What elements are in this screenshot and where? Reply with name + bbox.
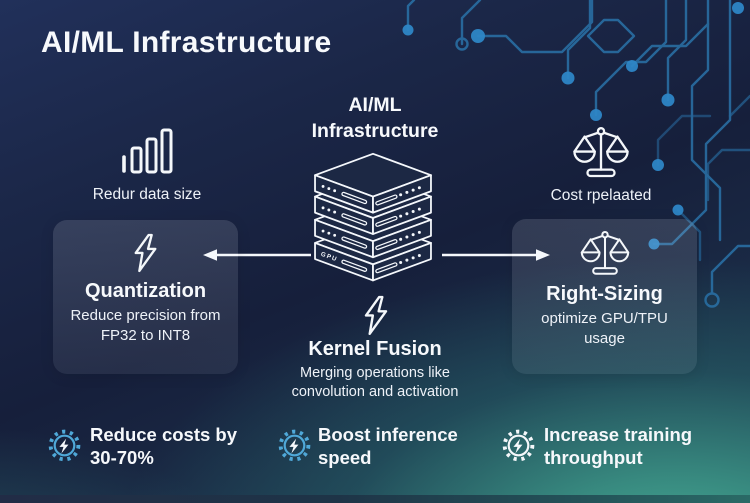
right-sizing-card-description: optimize GPU/TPU usage — [541, 310, 668, 347]
gear-bolt-icon — [46, 427, 83, 464]
arrow-right-icon — [442, 249, 550, 261]
benefit-boost-inference: Boost inference speed — [318, 424, 458, 468]
center-heading: AI/ML Infrastructure — [311, 94, 439, 142]
page-title: AI/ML Infrastructure — [41, 26, 332, 59]
kernel-fusion-description: Merging operations like convolution and … — [291, 365, 459, 401]
scales-icon — [570, 126, 632, 182]
gear-bolt-icon — [276, 427, 313, 464]
lightning-icon — [130, 233, 161, 274]
circuit-pattern-decoration — [402, 0, 750, 308]
quantization-card-description: Reduce precision from FP32 to INT8 — [70, 307, 221, 344]
lightning-icon — [360, 295, 392, 337]
benefit-reduce-costs: Reduce costs by 30-70% — [90, 424, 238, 468]
kernel-fusion-title: Kernel Fusion — [308, 338, 442, 360]
scales-icon — [578, 230, 632, 279]
bar-chart-icon — [122, 128, 173, 174]
benefit-increase-throughput: Increase training throughput — [544, 424, 693, 468]
right-sizing-card: Right-Sizing optimize GPU/TPU usage — [512, 219, 697, 374]
quantization-card-title: Quantization — [84, 280, 207, 302]
quantization-card: Quantization Reduce precision from FP32 … — [53, 220, 238, 374]
arrow-left-icon — [203, 249, 311, 261]
left-branch-label: Redur data size — [92, 186, 202, 203]
server-stack-icon: GPU — [314, 152, 432, 282]
gear-bolt-icon — [500, 427, 537, 464]
bottom-edge-strip — [0, 495, 750, 503]
right-branch-label: Cost rpelaated — [550, 187, 652, 204]
right-sizing-card-title: Right-Sizing — [546, 283, 663, 305]
